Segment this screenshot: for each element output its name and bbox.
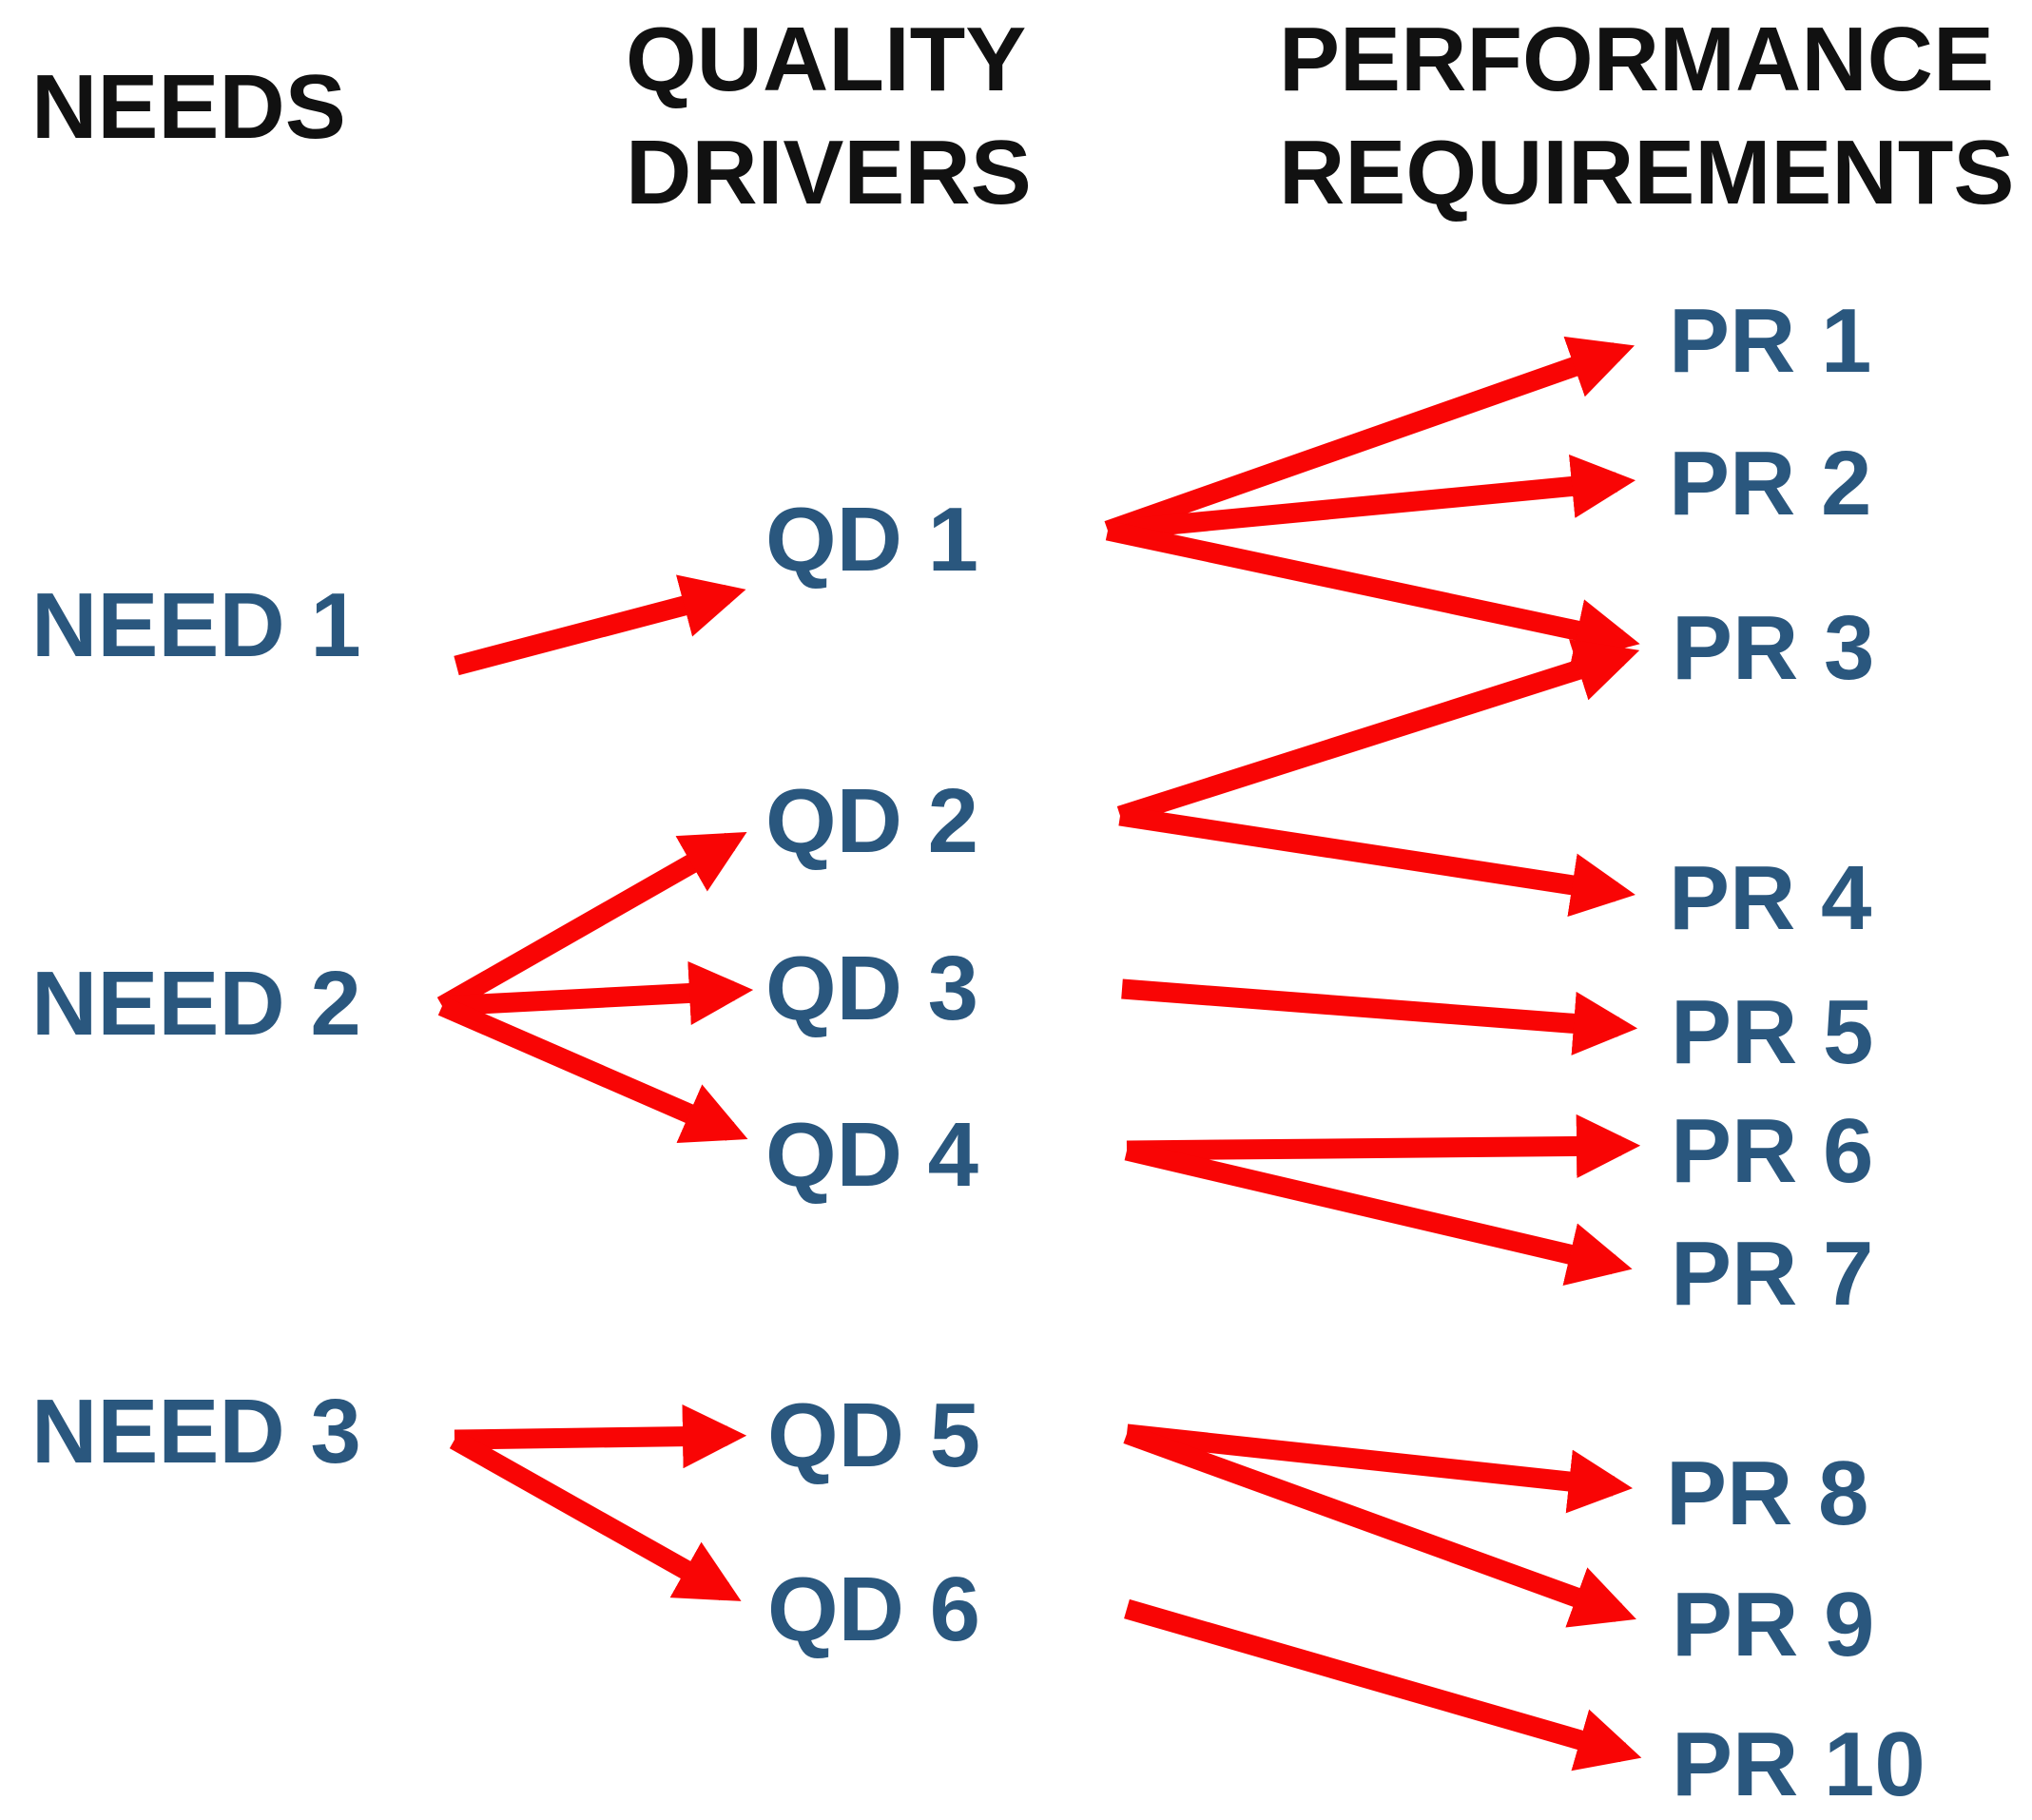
node-need-2: NEED 2 bbox=[31, 953, 361, 1055]
arrow-qd5-to-pr8 bbox=[1125, 1423, 1634, 1514]
node-pr-5: PR 5 bbox=[1671, 981, 1873, 1083]
arrow-qd1-to-pr3 bbox=[1105, 520, 1640, 663]
arrow-qd4-to-pr6 bbox=[1126, 1113, 1641, 1179]
node-pr-3: PR 3 bbox=[1672, 597, 1874, 699]
arrow-qd2-to-pr4 bbox=[1118, 805, 1635, 918]
arrow-need1-to-qd1 bbox=[454, 574, 746, 676]
column-header-performance-requirements-line2: REQUIREMENTS bbox=[1279, 122, 2014, 223]
node-pr-6: PR 6 bbox=[1671, 1100, 1873, 1202]
node-pr-1: PR 1 bbox=[1669, 290, 1871, 392]
arrow-qd4-to-pr7 bbox=[1124, 1140, 1633, 1286]
arrow-qd1-to-pr2 bbox=[1107, 455, 1636, 541]
arrow-need2-to-qd3 bbox=[441, 960, 754, 1026]
node-qd-5: QD 5 bbox=[767, 1384, 980, 1486]
column-header-quality-drivers-line1: QUALITY bbox=[626, 9, 1026, 110]
arrow-need2-to-qd4 bbox=[437, 997, 748, 1144]
node-qd-2: QD 2 bbox=[765, 770, 978, 872]
node-pr-9: PR 9 bbox=[1672, 1574, 1874, 1675]
arrow-qd5-to-pr9 bbox=[1123, 1424, 1636, 1628]
node-pr-2: PR 2 bbox=[1669, 433, 1871, 534]
arrow-need3-to-qd6 bbox=[449, 1430, 742, 1601]
node-pr-10: PR 10 bbox=[1672, 1714, 1926, 1815]
arrow-need3-to-qd5 bbox=[454, 1404, 747, 1469]
node-qd-6: QD 6 bbox=[767, 1559, 980, 1660]
node-pr-4: PR 4 bbox=[1669, 847, 1871, 949]
arrow-qd3-to-pr5 bbox=[1121, 978, 1638, 1055]
node-need-1: NEED 1 bbox=[31, 574, 361, 676]
arrow-qd2-to-pr3 bbox=[1116, 639, 1640, 826]
column-header-needs: NEEDS bbox=[31, 56, 346, 158]
arrow-qd1-to-pr1 bbox=[1104, 336, 1635, 540]
column-header-performance-requirements-line1: PERFORMANCE bbox=[1279, 9, 1994, 110]
column-header-quality-drivers-line2: DRIVERS bbox=[626, 122, 1032, 223]
node-need-3: NEED 3 bbox=[31, 1381, 361, 1482]
node-qd-1: QD 1 bbox=[765, 489, 978, 591]
node-pr-8: PR 8 bbox=[1666, 1442, 1868, 1544]
node-pr-7: PR 7 bbox=[1671, 1223, 1873, 1325]
node-qd-4: QD 4 bbox=[765, 1104, 978, 1206]
arrow-need2-to-qd2 bbox=[436, 832, 747, 1016]
node-qd-3: QD 3 bbox=[765, 938, 978, 1039]
arrow-qd6-to-pr10 bbox=[1124, 1598, 1642, 1772]
